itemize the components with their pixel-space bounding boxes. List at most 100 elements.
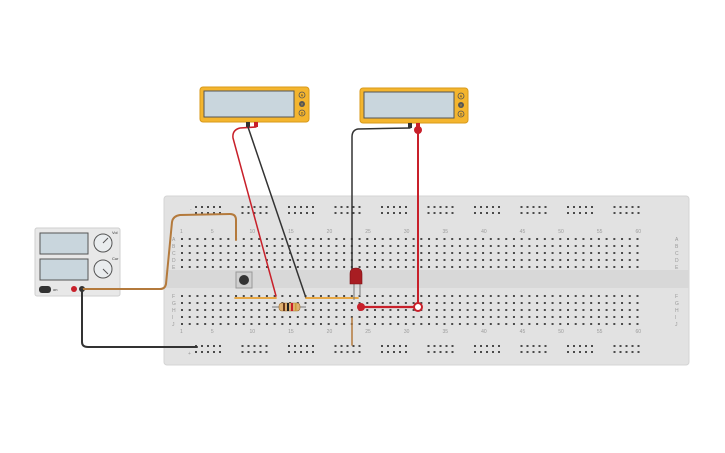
- hole[interactable]: [637, 345, 640, 347]
- hole[interactable]: [258, 323, 261, 325]
- hole[interactable]: [505, 266, 508, 268]
- hole[interactable]: [512, 309, 515, 311]
- hole[interactable]: [188, 295, 191, 297]
- hole[interactable]: [242, 295, 245, 297]
- hole[interactable]: [306, 206, 308, 208]
- power-switch[interactable]: [39, 286, 51, 293]
- hole[interactable]: [242, 238, 245, 240]
- hole[interactable]: [631, 345, 634, 347]
- wires[interactable]: [81, 126, 420, 348]
- hole[interactable]: [188, 259, 191, 261]
- hole[interactable]: [543, 238, 546, 240]
- hole[interactable]: [428, 302, 431, 304]
- hole[interactable]: [433, 351, 436, 353]
- hole[interactable]: [544, 212, 547, 214]
- hole[interactable]: [281, 266, 284, 268]
- hole[interactable]: [536, 252, 539, 254]
- hole[interactable]: [512, 323, 515, 325]
- hole[interactable]: [621, 309, 624, 311]
- hole[interactable]: [389, 323, 392, 325]
- hole[interactable]: [335, 252, 338, 254]
- hole[interactable]: [259, 345, 262, 347]
- hole[interactable]: [512, 295, 515, 297]
- hole[interactable]: [574, 238, 577, 240]
- hole[interactable]: [439, 351, 442, 353]
- hole[interactable]: [397, 295, 400, 297]
- hole[interactable]: [526, 351, 529, 353]
- hole[interactable]: [412, 245, 415, 247]
- hole[interactable]: [538, 206, 541, 208]
- hole[interactable]: [482, 309, 485, 311]
- hole[interactable]: [296, 259, 299, 261]
- hole[interactable]: [443, 245, 446, 247]
- hole[interactable]: [621, 238, 624, 240]
- hole[interactable]: [227, 309, 230, 311]
- hole[interactable]: [512, 266, 515, 268]
- hole[interactable]: [559, 316, 562, 318]
- hole[interactable]: [340, 212, 343, 214]
- hole[interactable]: [528, 295, 531, 297]
- hole[interactable]: [631, 212, 634, 214]
- hole[interactable]: [489, 266, 492, 268]
- hole[interactable]: [181, 252, 183, 254]
- hole[interactable]: [346, 345, 349, 347]
- hole[interactable]: [405, 212, 407, 214]
- hole[interactable]: [273, 309, 276, 311]
- hole[interactable]: [188, 238, 191, 240]
- hole[interactable]: [458, 323, 461, 325]
- multimeter-1-mode-ohm[interactable]: [298, 109, 306, 117]
- hole[interactable]: [250, 302, 253, 304]
- pushbutton[interactable]: [235, 271, 253, 289]
- hole[interactable]: [207, 345, 209, 347]
- hole[interactable]: [520, 238, 523, 240]
- hole[interactable]: [366, 323, 369, 325]
- hole[interactable]: [235, 266, 238, 268]
- hole[interactable]: [219, 323, 222, 325]
- hole[interactable]: [579, 351, 581, 353]
- hole[interactable]: [374, 316, 376, 318]
- hole[interactable]: [458, 302, 461, 304]
- hole[interactable]: [636, 295, 639, 297]
- hole[interactable]: [397, 266, 400, 268]
- hole[interactable]: [520, 212, 523, 214]
- multimeter-1-mode-v[interactable]: [299, 101, 305, 107]
- hole[interactable]: [381, 245, 384, 247]
- hole[interactable]: [559, 259, 562, 261]
- hole[interactable]: [188, 316, 191, 318]
- hole[interactable]: [466, 245, 469, 247]
- hole[interactable]: [636, 302, 639, 304]
- hole[interactable]: [381, 212, 383, 214]
- hole[interactable]: [435, 259, 438, 261]
- hole[interactable]: [613, 345, 616, 347]
- hole[interactable]: [227, 295, 230, 297]
- hole[interactable]: [204, 316, 207, 318]
- hole[interactable]: [489, 245, 492, 247]
- hole[interactable]: [628, 252, 631, 254]
- hole[interactable]: [591, 345, 593, 347]
- hole[interactable]: [532, 212, 535, 214]
- hole[interactable]: [412, 295, 415, 297]
- hole[interactable]: [207, 206, 209, 208]
- hole[interactable]: [393, 351, 395, 353]
- hole[interactable]: [435, 252, 438, 254]
- hole[interactable]: [340, 351, 343, 353]
- hole[interactable]: [497, 316, 500, 318]
- hole[interactable]: [250, 245, 253, 247]
- hole[interactable]: [451, 309, 454, 311]
- hole[interactable]: [567, 259, 569, 261]
- led[interactable]: [349, 267, 363, 300]
- hole[interactable]: [528, 309, 531, 311]
- hole[interactable]: [582, 238, 585, 240]
- hole[interactable]: [211, 245, 214, 247]
- hole[interactable]: [404, 238, 407, 240]
- hole[interactable]: [211, 295, 214, 297]
- hole[interactable]: [404, 309, 407, 311]
- hole[interactable]: [358, 345, 361, 347]
- hole[interactable]: [374, 323, 376, 325]
- hole[interactable]: [497, 266, 500, 268]
- hole[interactable]: [605, 245, 608, 247]
- hole[interactable]: [242, 245, 245, 247]
- hole[interactable]: [258, 266, 261, 268]
- hole[interactable]: [458, 245, 461, 247]
- hole[interactable]: [253, 351, 256, 353]
